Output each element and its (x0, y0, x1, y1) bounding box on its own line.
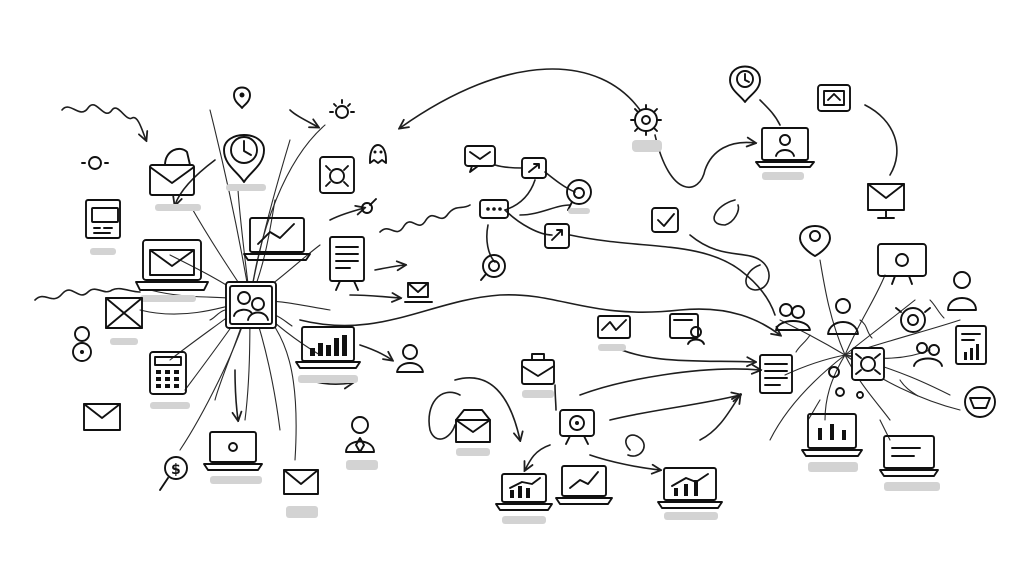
card-user-icon (669, 313, 705, 345)
envelope-icon (455, 409, 491, 456)
team-icon (775, 303, 811, 331)
chat-bubble-icon (544, 223, 570, 249)
envelope-icon (83, 403, 121, 431)
webcam-icon (559, 409, 595, 445)
chat-bubble-icon (521, 157, 547, 179)
laptop-chart-icon (555, 465, 613, 505)
node-dots (828, 366, 864, 399)
bug-bubble-icon (566, 179, 592, 214)
eye-icon (81, 156, 109, 170)
businessman-icon (345, 416, 378, 470)
monitor-chart-icon (597, 315, 631, 351)
monitor-icon (879, 435, 940, 491)
bug-icon (851, 347, 885, 381)
laptop-user-icon (755, 127, 815, 180)
robot-icon (895, 307, 931, 333)
person-icon (827, 298, 859, 335)
ghost-icon (369, 144, 387, 164)
checkbox-icon (651, 207, 679, 233)
dollar-coin-icon: $ (159, 456, 188, 491)
printer-icon (759, 354, 793, 394)
edit-icon (361, 198, 377, 214)
chat-bubble-icon (479, 199, 509, 219)
user-profile-icon (225, 281, 277, 329)
calculator-icon (149, 351, 190, 409)
document-icon (329, 236, 365, 291)
mail-stand-icon (404, 282, 433, 303)
lightbulb-icon (329, 99, 355, 119)
laptop-icon (203, 431, 263, 484)
envelope-icon (149, 148, 201, 211)
envelope-icon (105, 297, 143, 345)
laptop-mail-icon (135, 239, 209, 302)
report-icon (955, 325, 987, 365)
laptop-chart-icon (495, 473, 553, 524)
target-icon (480, 254, 506, 281)
clock-pin-icon (729, 65, 761, 103)
monitor-gear-icon (877, 243, 927, 285)
envelope-icon (283, 469, 319, 518)
chat-bubble-icon (464, 145, 496, 173)
svg-text:$: $ (171, 462, 181, 478)
team-icon (913, 342, 943, 367)
user-icon (947, 271, 977, 311)
briefcase-icon (521, 353, 555, 398)
clock-pin-icon (223, 134, 266, 191)
laptop-chart-icon (657, 467, 723, 520)
bug-document-icon (319, 156, 355, 194)
lock-icon (72, 326, 92, 362)
credit-card-icon (85, 199, 121, 255)
pin-icon (233, 86, 251, 109)
laptop-chart-icon (801, 413, 863, 472)
monitor-icon (817, 84, 851, 112)
badge-icon (964, 386, 996, 418)
user-icon (396, 344, 424, 373)
laptop-chart-icon (243, 217, 311, 261)
laptop-chart-icon (295, 326, 361, 383)
gear-icon (630, 104, 662, 152)
envelope-stand-icon (867, 183, 905, 219)
user-badge-icon (799, 225, 831, 257)
